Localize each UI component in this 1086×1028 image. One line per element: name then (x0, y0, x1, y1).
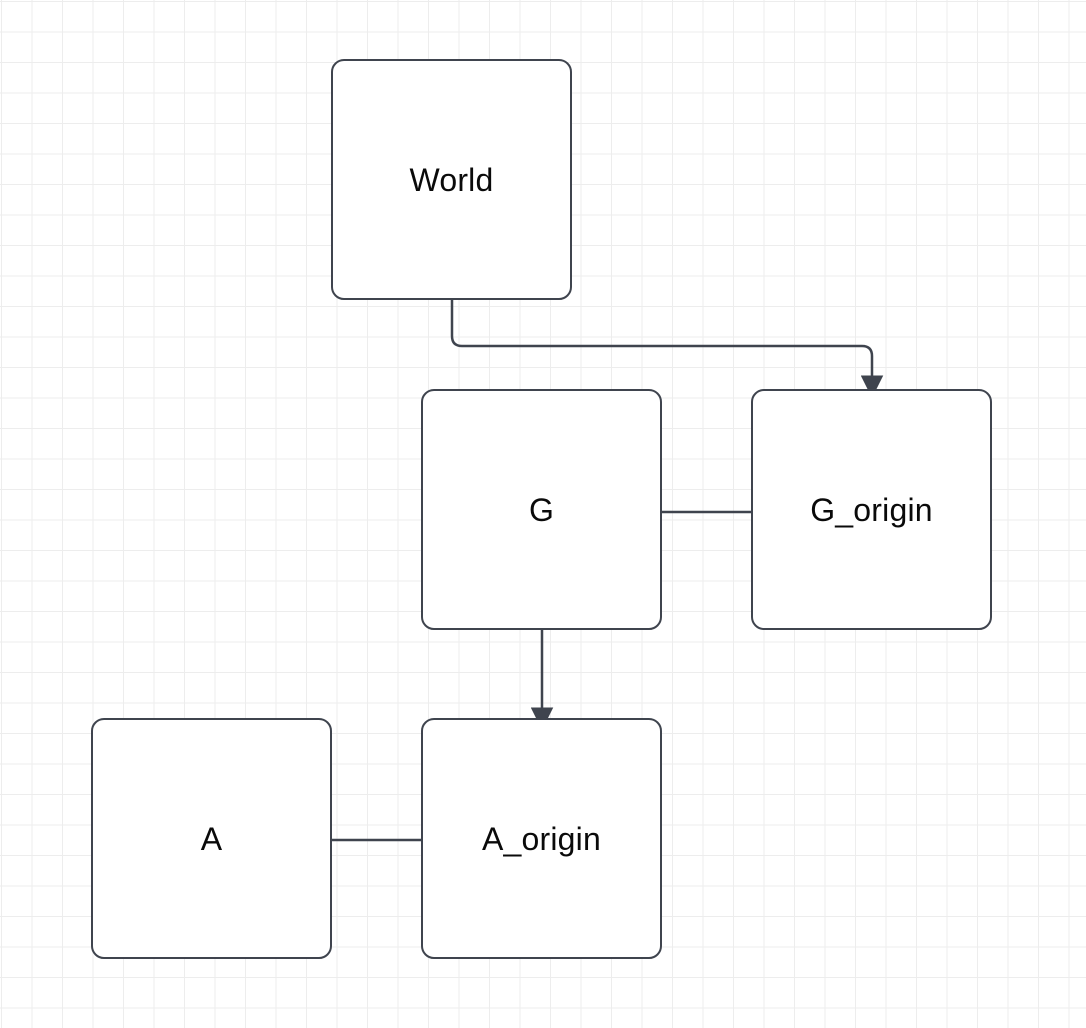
node-a-label: A (200, 820, 223, 857)
node-g-origin-label: G_origin (810, 491, 933, 528)
node-g[interactable]: G (421, 389, 662, 630)
node-a-origin[interactable]: A_origin (421, 718, 662, 959)
edge-world-to-g-origin (450, 300, 884, 398)
node-a[interactable]: A (91, 718, 332, 959)
node-g-origin[interactable]: G_origin (751, 389, 992, 630)
node-g-label: G (528, 491, 555, 528)
node-world-label: World (409, 161, 494, 198)
node-a-origin-label: A_origin (481, 820, 601, 857)
node-world[interactable]: World (331, 59, 572, 300)
